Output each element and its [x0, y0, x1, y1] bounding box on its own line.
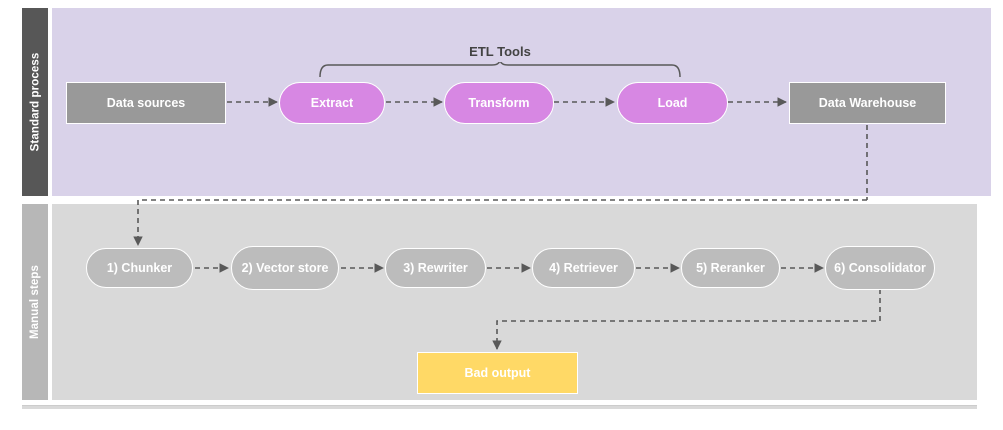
lane-label-standard-process: Standard process	[29, 52, 41, 152]
node-label: 5) Reranker	[696, 260, 765, 275]
node-consolidator[interactable]: 6) Consolidator	[825, 246, 935, 290]
node-load[interactable]: Load	[617, 82, 728, 124]
lane-header-manual-steps: Manual steps	[22, 204, 48, 400]
bottom-divider	[22, 405, 977, 409]
node-extract[interactable]: Extract	[279, 82, 385, 124]
node-bad-output[interactable]: Bad output	[417, 352, 578, 394]
node-label: 2) Vector store	[241, 260, 329, 275]
node-rewriter[interactable]: 3) Rewriter	[385, 248, 486, 288]
node-label: 1) Chunker	[106, 260, 173, 275]
node-transform[interactable]: Transform	[444, 82, 554, 124]
node-retriever[interactable]: 4) Retriever	[532, 248, 635, 288]
node-label: 6) Consolidator	[834, 260, 926, 275]
node-label: 3) Rewriter	[403, 260, 468, 275]
node-label: Extract	[310, 95, 354, 110]
node-label: Transform	[468, 95, 530, 110]
node-label: Bad output	[464, 365, 531, 380]
lane-label-manual-steps: Manual steps	[29, 264, 41, 340]
node-label: 4) Retriever	[549, 260, 618, 275]
etl-tools-brace-icon	[319, 62, 681, 78]
etl-tools-label: ETL Tools	[469, 44, 531, 59]
node-data-warehouse[interactable]: Data Warehouse	[789, 82, 946, 124]
node-data-sources[interactable]: Data sources	[66, 82, 226, 124]
node-reranker[interactable]: 5) Reranker	[681, 248, 780, 288]
node-label: Data Warehouse	[818, 95, 917, 110]
node-vector-store[interactable]: 2) Vector store	[231, 246, 339, 290]
node-chunker[interactable]: 1) Chunker	[86, 248, 193, 288]
lane-header-standard-process: Standard process	[22, 8, 48, 196]
node-label: Load	[657, 95, 688, 110]
node-label: Data sources	[106, 95, 186, 110]
